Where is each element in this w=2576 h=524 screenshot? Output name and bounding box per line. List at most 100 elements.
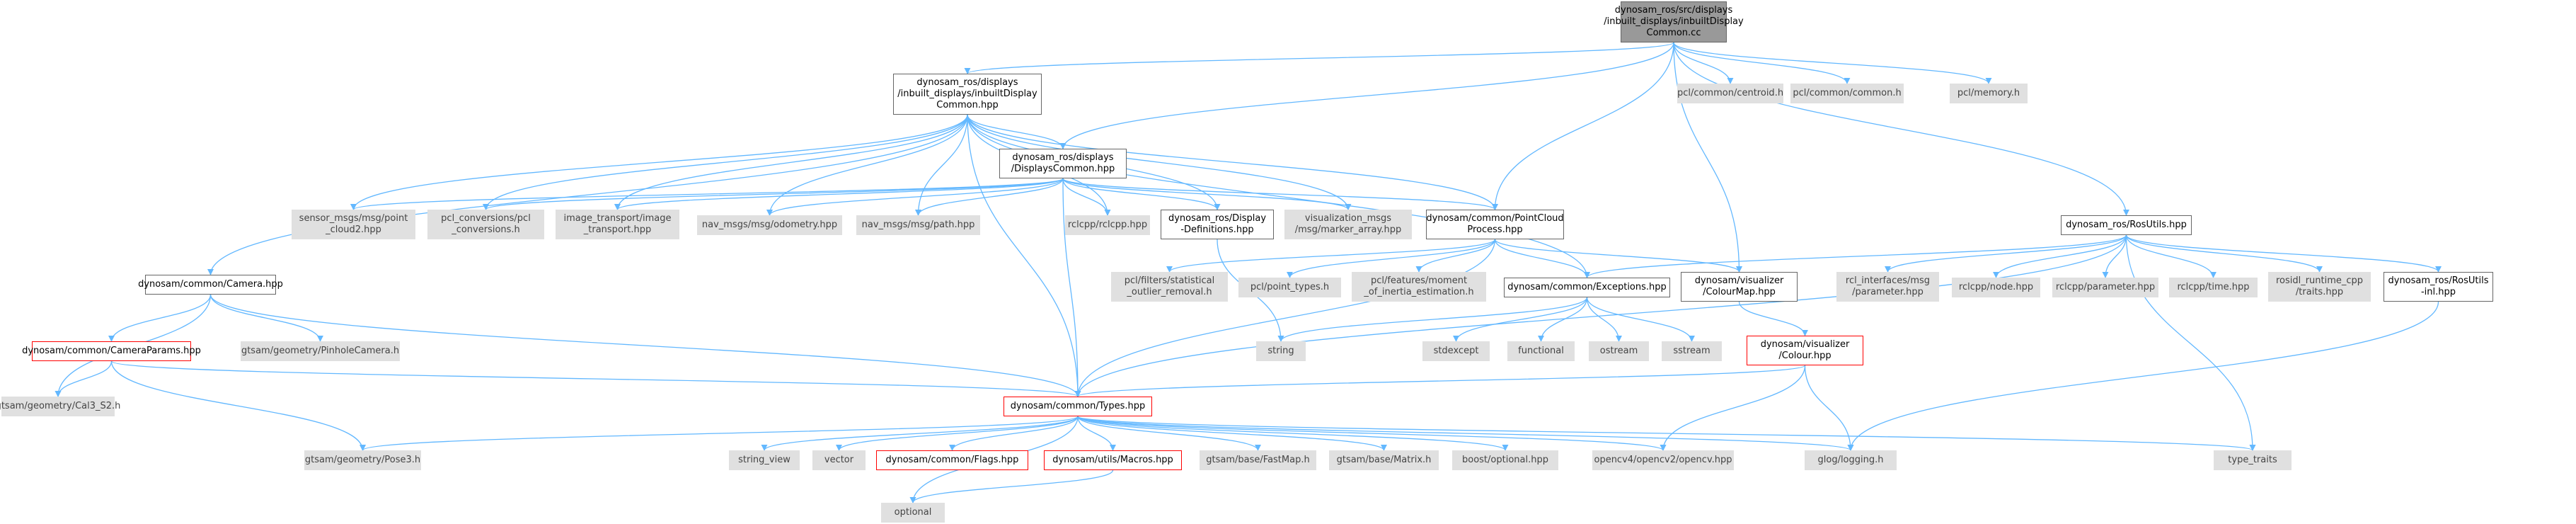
node-rcl-interfaces-parameter[interactable]: rcl_interfaces/msg /parameter.hpp: [1836, 272, 1939, 302]
node-stdexcept[interactable]: stdexcept: [1422, 341, 1490, 361]
node-pcl-moment-inertia[interactable]: pcl/features/moment _of_inertia_estimati…: [1352, 272, 1486, 302]
node-rclcpp[interactable]: rclcpp/rclcpp.hpp: [1065, 215, 1150, 235]
node-label: pcl/features/moment: [1370, 275, 1468, 286]
edge-root-inbuilt-display-common-cc-to-pcl-common: [1673, 42, 1851, 84]
node-label: /parameter.hpp: [1852, 287, 1924, 297]
node-label: Process.hpp: [1467, 224, 1523, 235]
node-rclcpp-node[interactable]: rclcpp/node.hpp: [1952, 278, 2040, 297]
node-camera[interactable]: dynosam/common/Camera.hpp: [138, 275, 283, 295]
edge-types-to-type-traits: [1077, 416, 2255, 451]
edge-displays-common-hpp-to-display-definitions: [1062, 178, 1221, 210]
node-label: rclcpp/time.hpp: [2177, 282, 2250, 292]
node-sensor-msgs-pointcloud2[interactable]: sensor_msgs/msg/point _cloud2.hpp: [292, 210, 415, 239]
node-label: gtsam/geometry/Cal3_S2.h: [0, 401, 121, 411]
edge-displays-common-hpp-to-pointcloud-process: [1062, 178, 1498, 210]
node-pcl-statistical-outlier[interactable]: pcl/filters/statistical _outlier_removal…: [1111, 272, 1228, 302]
node-label: /traits.hpp: [2295, 287, 2344, 297]
node-sstream[interactable]: sstream: [1662, 341, 1722, 361]
edge-camera-to-types: [209, 294, 1081, 397]
node-flags[interactable]: dynosam/common/Flags.hpp: [876, 450, 1028, 470]
node-colour-map[interactable]: dynosam/visualizer /ColourMap.hpp: [1681, 272, 1798, 302]
node-image-transport[interactable]: image_transport/image _transport.hpp: [556, 210, 679, 239]
node-root-inbuilt-display-common-cc[interactable]: dynosam_ros/src/displays /inbuilt_displa…: [1604, 1, 1744, 42]
node-pointcloud-process[interactable]: dynosam/common/PointCloud Process.hpp: [1426, 210, 1564, 239]
node-ostream[interactable]: ostream: [1589, 341, 1649, 361]
node-inbuilt-display-common-hpp[interactable]: dynosam_ros/displays /inbuilt_displays/i…: [893, 74, 1042, 115]
edge-pointcloud-process-to-types: [1074, 239, 1496, 397]
edge-root-inbuilt-display-common-cc-to-ros-utils: [1673, 42, 2130, 216]
edge-types-to-boost-optional: [1077, 416, 1509, 451]
node-gtsam-fastmap[interactable]: gtsam/base/FastMap.h: [1200, 450, 1316, 470]
node-label: pcl/filters/statistical: [1124, 275, 1215, 286]
node-glog[interactable]: glog/logging.h: [1805, 450, 1897, 470]
node-pcl-memory[interactable]: pcl/memory.h: [1950, 84, 2028, 103]
node-nav-msgs-odometry[interactable]: nav_msgs/msg/odometry.hpp: [697, 215, 842, 235]
node-colour[interactable]: dynosam/visualizer /Colour.hpp: [1747, 336, 1863, 365]
node-string[interactable]: string: [1256, 341, 1306, 361]
edge-root-inbuilt-display-common-cc-to-pcl-memory: [1673, 42, 1992, 84]
node-label: sensor_msgs/msg/point: [299, 213, 408, 224]
node-label: nav_msgs/msg/odometry.hpp: [701, 220, 838, 230]
node-gtsam-pose3[interactable]: gtsam/geometry/Pose3.h: [304, 450, 421, 470]
edge-root-inbuilt-display-common-cc-to-colour-map: [1673, 42, 1743, 273]
node-label: -inl.hpp: [2420, 287, 2456, 297]
edge-colour-to-types: [1074, 365, 1806, 397]
node-visualization-marker-array[interactable]: visualization_msgs /msg/marker_array.hpp: [1284, 210, 1412, 239]
node-gtsam-matrix[interactable]: gtsam/base/Matrix.h: [1329, 450, 1439, 470]
node-label: dynosam/common/Types.hpp: [1010, 401, 1146, 411]
node-gtsam-cal3-s2[interactable]: gtsam/geometry/Cal3_S2.h: [0, 397, 120, 416]
edge-displays-common-hpp-to-nav-msgs-path: [915, 178, 1064, 216]
node-type-traits[interactable]: type_traits: [2214, 450, 2292, 470]
node-label: dynosam/common/Exceptions.hpp: [1507, 282, 1667, 292]
node-rclcpp-parameter[interactable]: rclcpp/parameter.hpp: [2052, 278, 2158, 297]
edge-pointcloud-process-to-pcl-point-types: [1287, 239, 1496, 278]
edge-exceptions-to-functional: [1537, 297, 1588, 342]
node-rosidl-traits[interactable]: rosidl_runtime_cpp /traits.hpp: [2268, 272, 2371, 302]
node-ros-utils[interactable]: dynosam_ros/RosUtils.hpp: [2061, 215, 2192, 235]
node-label: /Colour.hpp: [1778, 351, 1832, 361]
node-opencv[interactable]: opencv4/opencv2/opencv.hpp: [1592, 450, 1734, 470]
node-label: opencv4/opencv2/opencv.hpp: [1594, 455, 1732, 465]
node-string-view[interactable]: string_view: [729, 450, 800, 470]
node-label: pcl/point_types.h: [1250, 282, 1330, 292]
edge-colour-to-glog: [1804, 365, 1854, 451]
edge-inbuilt-display-common-hpp-to-pointcloud-process: [967, 114, 1498, 210]
edge-pointcloud-process-to-pcl-statistical-outlier: [1166, 239, 1496, 273]
node-ros-utils-inl[interactable]: dynosam_ros/RosUtils -inl.hpp: [2384, 272, 2493, 302]
node-pcl-common[interactable]: pcl/common/common.h: [1790, 84, 1904, 103]
node-label: string: [1267, 346, 1294, 356]
node-nav-msgs-path[interactable]: nav_msgs/msg/path.hpp: [856, 215, 980, 235]
node-pcl-centroid[interactable]: pcl/common/centroid.h: [1677, 84, 1783, 103]
edge-types-to-vector: [836, 416, 1079, 451]
edge-pointcloud-process-to-pcl-moment-inertia: [1415, 239, 1496, 273]
node-gtsam-pinhole-camera[interactable]: gtsam/geometry/PinholeCamera.h: [241, 341, 400, 361]
node-pcl-conversions[interactable]: pcl_conversions/pcl _conversions.h: [427, 210, 544, 239]
node-displays-common-hpp[interactable]: dynosam_ros/displays /DisplaysCommon.hpp: [999, 149, 1127, 178]
node-label: boost/optional.hpp: [1462, 455, 1548, 465]
edge-exceptions-to-string: [1277, 297, 1588, 342]
edge-ros-utils-to-type-traits: [2125, 234, 2256, 451]
node-macros[interactable]: dynosam/utils/Macros.hpp: [1044, 450, 1182, 470]
node-label: pcl/common/centroid.h: [1677, 88, 1784, 98]
node-label: /ColourMap.hpp: [1703, 287, 1776, 297]
node-exceptions[interactable]: dynosam/common/Exceptions.hpp: [1504, 278, 1670, 297]
node-functional[interactable]: functional: [1507, 341, 1575, 361]
node-pcl-point-types[interactable]: pcl/point_types.h: [1238, 278, 1341, 297]
node-label: dynosam_ros/RosUtils: [2388, 275, 2489, 286]
node-optional[interactable]: optional: [881, 503, 945, 523]
node-boost-optional[interactable]: boost/optional.hpp: [1452, 450, 1558, 470]
node-camera-params[interactable]: dynosam/common/CameraParams.hpp: [22, 341, 201, 361]
edge-inbuilt-display-common-hpp-to-types: [967, 114, 1081, 397]
node-label: sstream: [1673, 346, 1710, 356]
node-types[interactable]: dynosam/common/Types.hpp: [1004, 397, 1152, 416]
node-label: dynosam_ros/displays: [916, 77, 1018, 88]
node-rclcpp-time[interactable]: rclcpp/time.hpp: [2169, 278, 2258, 297]
node-display-definitions[interactable]: dynosam_ros/Display -Definitions.hpp: [1161, 210, 1274, 239]
node-label: dynosam/common/Camera.hpp: [138, 279, 283, 290]
node-label: image_transport/image: [563, 213, 672, 224]
edge-ros-utils-to-rclcpp-parameter: [2102, 234, 2127, 278]
node-vector[interactable]: vector: [812, 450, 866, 470]
edge-ros-utils-to-rclcpp-node: [1993, 234, 2127, 278]
